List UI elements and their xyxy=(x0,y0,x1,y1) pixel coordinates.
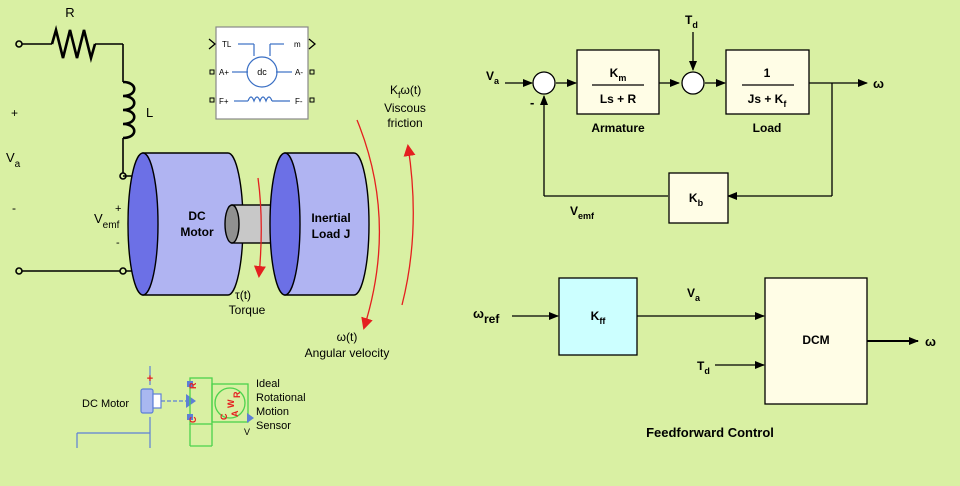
top-terminal xyxy=(15,40,23,48)
port-r-sensor-label: R xyxy=(232,391,242,398)
summing-junction-1[interactable] xyxy=(532,71,556,95)
va-plus-sign: + xyxy=(11,106,18,120)
dcm-plant-block[interactable] xyxy=(764,277,868,405)
output-port-icon xyxy=(308,38,317,50)
omega-symbol: ω(t) xyxy=(337,330,358,344)
svg-text:F+: F+ xyxy=(219,97,229,106)
load-label: Load xyxy=(753,121,782,135)
port-w-label: W xyxy=(226,399,236,408)
vemf-plus-sign: + xyxy=(115,203,121,215)
bottom-terminal xyxy=(15,267,23,275)
torque-label: Torque xyxy=(229,303,266,317)
port-r-label: R xyxy=(188,382,198,389)
port-square-icon xyxy=(309,97,315,103)
dc-motor-cylinder xyxy=(127,152,244,296)
port-square-icon xyxy=(309,69,315,75)
summing-junction-2[interactable] xyxy=(681,71,705,95)
sensor-label-line2: Rotational xyxy=(256,392,306,404)
simscape-model xyxy=(76,366,254,448)
port-square-icon xyxy=(187,381,193,387)
torque-symbol: τ(t) xyxy=(235,288,251,302)
friction-symbol: Kfω(t) xyxy=(390,83,421,100)
armature-block[interactable] xyxy=(576,49,660,115)
armature-denominator: Ls + R xyxy=(600,92,637,106)
friction-label-line2: friction xyxy=(387,116,422,130)
port-c-sensor-label: C xyxy=(219,413,229,420)
va-minus-sign: - xyxy=(12,201,16,215)
torque-arrow xyxy=(253,177,266,278)
armature-numerator: Km xyxy=(610,66,627,83)
angular-velocity-arrow xyxy=(356,119,381,330)
dcm-label: DCM xyxy=(802,333,829,347)
sensor-label-line4: Sensor xyxy=(256,420,291,432)
feedback-gain: Kb xyxy=(689,191,704,208)
feedforward-caption: Feedforward Control xyxy=(646,425,774,440)
dc-motor-caption: DC Motor xyxy=(82,398,129,410)
load-label-line1: Inertial xyxy=(311,211,350,225)
svg-text:m: m xyxy=(294,40,301,49)
reference-omega-label: ωref xyxy=(473,306,500,326)
svg-text:F-: F- xyxy=(295,97,303,106)
vemf-minus-terminal xyxy=(119,267,127,275)
armature-label: Armature xyxy=(591,121,645,135)
input-va-label: Va xyxy=(486,69,500,86)
vemf-label: Vemf xyxy=(94,211,120,231)
ff-td-label: Td xyxy=(697,359,710,376)
kff-label: Kff xyxy=(591,309,607,326)
port-c-label: C xyxy=(188,416,198,423)
load-numerator: 1 xyxy=(764,66,771,80)
sensor-ports xyxy=(187,381,254,423)
motor-circle-icon xyxy=(246,56,278,88)
port-square-icon xyxy=(187,414,193,420)
plus-terminal-sign: + xyxy=(147,373,153,385)
resistor-label: R xyxy=(65,5,74,20)
svg-text:A-: A- xyxy=(295,68,303,77)
feedback-kb-block[interactable] xyxy=(668,172,729,224)
armature-circuit xyxy=(15,24,144,275)
load-block[interactable] xyxy=(725,49,810,115)
port-square-icon xyxy=(209,69,215,75)
feedforward-wires xyxy=(512,312,919,369)
svg-text:A+: A+ xyxy=(219,68,229,77)
output-triangle-icon xyxy=(247,413,254,423)
vemf-minus-sign: - xyxy=(116,237,120,249)
load-denominator: Js + Kf xyxy=(748,92,788,109)
ff-va-label: Va xyxy=(687,286,701,303)
va-label: Va xyxy=(6,150,21,170)
disturbance-td-label: Td xyxy=(685,13,698,30)
port-square-icon xyxy=(209,97,215,103)
friction-label-line1: Viscous xyxy=(384,101,426,115)
feedback-minus-sign: - xyxy=(530,95,534,110)
svg-text:dc: dc xyxy=(257,67,267,77)
ideal-rotational-motion-sensor[interactable] xyxy=(211,383,249,423)
load-label-line2: Load J xyxy=(312,227,351,241)
output-omega: ω xyxy=(873,76,884,91)
kff-gain-block[interactable] xyxy=(558,277,638,356)
inertial-load-cylinder xyxy=(269,152,370,296)
svg-text:TL: TL xyxy=(222,40,232,49)
omega-label: Angular velocity xyxy=(305,346,390,360)
block-diagram-wires xyxy=(505,32,868,200)
sensor-rotational-block[interactable] xyxy=(186,377,249,447)
vemf-feedback-label: Vemf xyxy=(570,204,595,221)
sensor-label-line1: Ideal xyxy=(256,378,280,390)
motor-label-line2: Motor xyxy=(180,225,214,239)
resistor-symbol xyxy=(50,24,97,64)
inductor-label: L xyxy=(146,105,153,120)
sensor-dial-icon xyxy=(214,387,246,419)
simscape-dc-motor-block[interactable] xyxy=(140,388,162,414)
sensor-label-line3: Motion xyxy=(256,406,289,418)
input-port-icon xyxy=(208,38,217,50)
friction-arrow xyxy=(401,144,416,306)
port-v-label: V xyxy=(244,427,250,437)
dc-motor-block-icon[interactable]: TL m A+ A- F+ F- dc xyxy=(208,26,317,120)
inductor-symbol xyxy=(122,80,136,140)
motor-icon xyxy=(152,393,162,409)
port-a-label: A xyxy=(230,410,240,417)
ff-output-omega: ω xyxy=(925,334,936,349)
motor-label-line1: DC xyxy=(188,209,206,223)
